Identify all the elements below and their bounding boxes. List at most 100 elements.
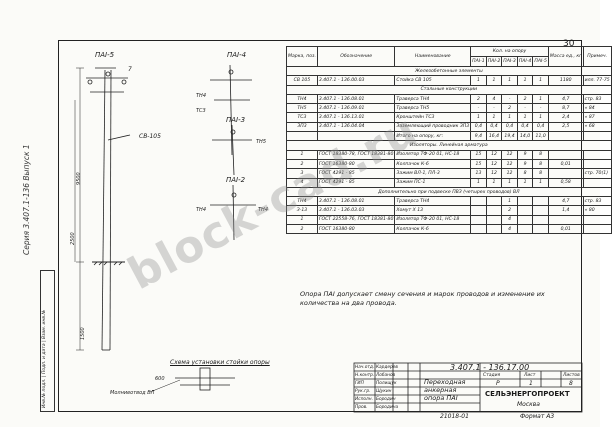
tb-name-1: Лобанов <box>376 373 396 378</box>
cell-qty: 14,0 <box>516 131 534 142</box>
marker-th4-c: ТН4 <box>258 207 268 213</box>
tb-name-5: Бородина <box>376 405 399 410</box>
cell-qty: 12 <box>501 168 518 179</box>
tb-organization: СЕЛЬЭНЕРГОПРОЕКТ <box>485 390 570 398</box>
cell-code: 3.407.1 - 136.09.01 <box>316 103 396 114</box>
cell-note: илл. 77-75 <box>582 75 612 86</box>
cell-qty <box>470 205 487 216</box>
cell-mass: 1180 <box>547 75 584 86</box>
cell-qty: 1 <box>501 112 518 123</box>
cell-qty <box>485 214 503 226</box>
cell-code: ГОСТ 22558-76, ГОСТ 18381-80 <box>316 214 396 226</box>
table-section-row: Стальные конструкции <box>286 84 612 95</box>
cell-qty <box>516 224 534 235</box>
cell-qty: 13 <box>470 168 487 179</box>
cell-note <box>582 224 612 235</box>
header-code: Обозначение <box>316 46 396 67</box>
section-title: Железобетонные элементы <box>286 65 612 77</box>
cell-note: стр. 83 <box>582 196 612 207</box>
cell-note <box>582 177 612 188</box>
marker-th4-a: ТН4 <box>196 93 206 99</box>
cell-mass <box>547 168 584 179</box>
cell-qty: 4 <box>501 224 518 235</box>
tb-name-4: Бородин <box>376 397 396 402</box>
tb-code: 3.407.1 - 136.17.00 <box>450 363 530 372</box>
cell-mark <box>286 131 318 142</box>
tb-sheets: 8 <box>569 380 573 387</box>
cell-qty <box>532 224 549 235</box>
cell-mass: 1,4 <box>547 205 584 216</box>
cell-qty: 1 <box>516 112 534 123</box>
cell-mass: 0,58 <box>547 177 584 188</box>
marker-tc3: ТС3 <box>196 108 206 114</box>
cell-qty: - <box>485 103 503 114</box>
tb-name-3: Щукин <box>376 389 392 394</box>
cell-mark: 2 <box>286 224 318 235</box>
header-mark: Марка, поз. <box>286 46 318 67</box>
cell-name: Колпачок К-6 <box>394 158 472 170</box>
table-section-row: Железобетонные элементы <box>286 65 612 77</box>
cell-mark: ТН5 <box>286 103 318 114</box>
tb-role-3: Рук.гр. <box>355 389 371 394</box>
cell-mass: 4,7 <box>547 196 584 207</box>
sheet-number: 30 <box>563 39 575 49</box>
header-note: Примеч. <box>582 46 612 67</box>
cell-qty: 1 <box>532 177 549 188</box>
cell-qty: 19,4 <box>501 131 518 142</box>
cell-qty: 8 <box>532 158 549 170</box>
cell-note: стр. 83 <box>582 93 612 105</box>
cell-qty: 16,4 <box>485 131 503 142</box>
cell-qty <box>516 196 534 207</box>
cell-qty <box>532 214 549 226</box>
dim-lower: 2500 <box>70 232 76 245</box>
cell-qty: 0,4 <box>485 121 503 133</box>
tb-role-1: Н.контр. <box>355 373 375 378</box>
archive-number: 21018-01 <box>440 413 469 420</box>
cell-note <box>582 158 612 170</box>
pole-code-label: СВ-105 <box>139 133 161 140</box>
tb-title: Переходная анкерная опора ПАI <box>424 378 466 402</box>
cell-qty: 9 <box>516 149 534 160</box>
dim-scheme: 600 <box>155 376 165 382</box>
cell-code: 3.407.1 - 136.03.03 <box>316 205 396 216</box>
cell-qty: 1 <box>470 112 487 123</box>
cell-qty: 9 <box>516 158 534 170</box>
cell-qty: 1 <box>501 177 518 188</box>
cell-qty: 0,4 <box>516 121 534 133</box>
cell-qty: 1 <box>485 177 503 188</box>
cell-qty: 1 <box>485 75 503 86</box>
detail-2-label: ПАI-3 <box>226 116 246 124</box>
cell-note <box>582 149 612 160</box>
cell-qty: 8 <box>532 149 549 160</box>
cell-mass: 2,5 <box>547 121 584 133</box>
cell-qty: 1 <box>470 75 487 86</box>
cell-qty: 2 <box>501 205 518 216</box>
header-qty: Кол. на опору <box>470 46 549 57</box>
cell-qty <box>470 224 487 235</box>
cell-qty: 9,4 <box>470 131 487 142</box>
cell-code: 3.407.1 - 136.00.03 <box>316 75 396 86</box>
cell-qty: 1 <box>532 75 549 86</box>
cell-mass: 2,4 <box>547 112 584 123</box>
cell-qty: 0,4 <box>501 121 518 133</box>
header-name: Наименование <box>394 46 472 67</box>
cell-qty: 12 <box>485 158 503 170</box>
cell-name: Траверса ТН4 <box>394 196 472 207</box>
cell-code: 3.407.1 - 136.08.01 <box>316 93 396 105</box>
cell-qty: 8 <box>516 168 534 179</box>
cell-name: Колпачок К-6 <box>394 224 472 235</box>
cell-qty: 12 <box>485 149 503 160</box>
cell-note: « 87 <box>582 112 612 123</box>
marker-th5: ТН5 <box>256 139 266 145</box>
main-pole-label: ПАI-5 <box>95 51 115 59</box>
detail-1-label: ПАI-4 <box>227 51 247 59</box>
cell-qty: 1 <box>485 112 503 123</box>
cell-note: « 84 <box>582 103 612 114</box>
tb-sheets-label: Листов <box>563 373 580 378</box>
dim-height: 9500 <box>76 172 82 185</box>
